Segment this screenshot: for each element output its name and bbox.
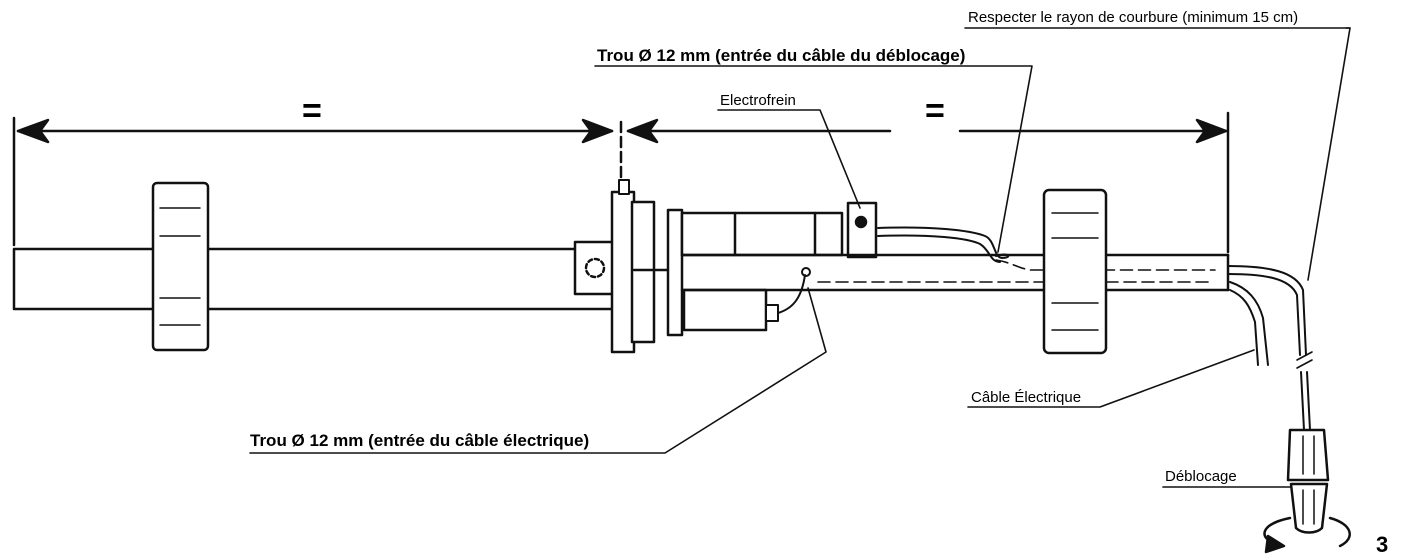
- brake-cable: [877, 226, 1010, 263]
- label-trou-electrique: Trou Ø 12 mm (entrée du câble électrique…: [250, 431, 589, 450]
- release-cable: [1227, 265, 1313, 431]
- electric-cable-outer: [1229, 281, 1269, 366]
- leader-lines: [249, 27, 1351, 488]
- motor-body: [666, 201, 878, 337]
- coupling-block: [573, 240, 617, 296]
- dimension-left: [12, 116, 623, 264]
- label-cable-electrique: Câble Électrique: [971, 389, 1081, 406]
- left-endcap: [151, 181, 210, 352]
- label-deblocage: Déblocage: [1165, 468, 1237, 485]
- main-tube: [680, 253, 1230, 292]
- right-endcap: [1042, 188, 1108, 355]
- dimension-right: [626, 111, 1230, 254]
- label-electrofrein: Electrofrein: [720, 92, 796, 109]
- equal-sign-left: =: [302, 92, 322, 130]
- figure-number: 3: [1376, 532, 1388, 557]
- rotation-arrow: [1263, 516, 1351, 554]
- motor-flange: [610, 179, 670, 354]
- equal-sign-right: =: [925, 92, 945, 130]
- label-rayon: Respecter le rayon de courbure (minimum …: [968, 9, 1298, 26]
- electric-cable-inner: [777, 267, 811, 314]
- release-handle: [1286, 428, 1330, 534]
- left-shaft: [12, 247, 616, 311]
- label-trou-deblocage: Trou Ø 12 mm (entrée du câble du débloca…: [597, 46, 965, 65]
